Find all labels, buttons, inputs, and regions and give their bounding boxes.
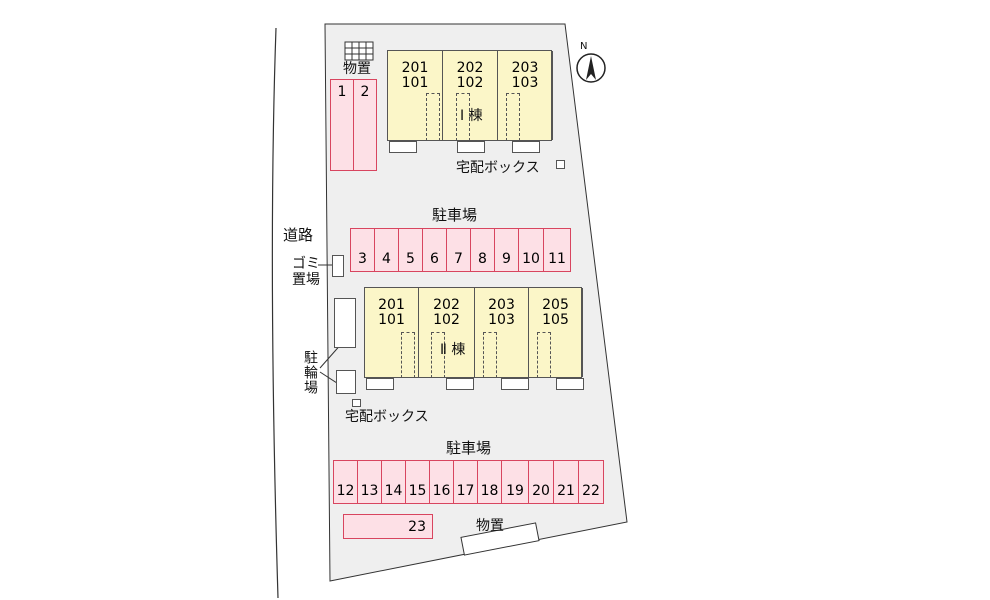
delivery-box-label: 宅配ボックス bbox=[456, 160, 540, 176]
stall-number: 23 bbox=[408, 518, 426, 535]
entry-step bbox=[457, 141, 485, 153]
unit-upper: 201 bbox=[401, 60, 429, 76]
unit-upper: 203 bbox=[488, 297, 515, 313]
parking-stall: 14 bbox=[381, 460, 406, 504]
building-name: Ⅱ 棟 bbox=[440, 342, 466, 358]
unit-block: 203 103 bbox=[475, 288, 529, 377]
unit-upper: 202 bbox=[456, 60, 484, 76]
parking-stall: 19 bbox=[501, 460, 529, 504]
unit-lower: 105 bbox=[542, 312, 569, 328]
parking-stall: 5 bbox=[398, 228, 423, 272]
parking-stall: 23 bbox=[343, 514, 433, 539]
unit-block: 203 103 bbox=[498, 51, 553, 140]
entry-step bbox=[512, 141, 540, 153]
entry-outline bbox=[506, 93, 520, 141]
building-name: Ⅰ 棟 bbox=[460, 108, 483, 124]
unit-upper: 205 bbox=[542, 297, 569, 313]
entry-outline bbox=[431, 332, 445, 378]
delivery-box-label: 宅配ボックス bbox=[345, 409, 429, 425]
parking-stall: 1 bbox=[330, 79, 354, 171]
parking-stall: 15 bbox=[405, 460, 430, 504]
building-1: 201 101 202 102 203 103 Ⅰ 棟 bbox=[387, 50, 553, 141]
unit-block: 202 102 bbox=[443, 51, 498, 140]
building-2: 201 101 202 102 203 103 205 105 Ⅱ 棟 bbox=[364, 287, 583, 378]
unit-lower: 102 bbox=[433, 312, 460, 328]
parking-stall: 3 bbox=[350, 228, 375, 272]
bicycle-label: 駐輪場 bbox=[302, 350, 318, 395]
unit-block: 201 101 bbox=[365, 288, 419, 377]
parking-label: 駐車場 bbox=[432, 206, 478, 224]
bicycle-parking-area bbox=[336, 370, 356, 394]
unit-lower: 103 bbox=[488, 312, 515, 328]
parking-stall: 10 bbox=[518, 228, 544, 272]
garbage-label: ゴミ置場 bbox=[292, 256, 320, 288]
parking-stall: 13 bbox=[357, 460, 382, 504]
parking-stall: 11 bbox=[543, 228, 571, 272]
unit-upper: 201 bbox=[378, 297, 405, 313]
entry-step bbox=[366, 378, 394, 390]
unit-block: 202 102 bbox=[419, 288, 475, 377]
entry-step bbox=[446, 378, 474, 390]
entry-step bbox=[389, 141, 417, 153]
parking-stall: 4 bbox=[374, 228, 399, 272]
parking-label: 駐車場 bbox=[446, 439, 492, 457]
north-label: N bbox=[580, 41, 588, 52]
bicycle-parking-area bbox=[334, 298, 356, 348]
unit-block: 205 105 bbox=[529, 288, 583, 377]
storage-label: 物置 bbox=[476, 518, 504, 534]
entry-outline bbox=[537, 332, 551, 378]
parking-stall: 2 bbox=[353, 79, 377, 171]
entry-outline bbox=[401, 332, 415, 378]
storage-row-icon bbox=[460, 522, 540, 556]
unit-block: 201 101 bbox=[388, 51, 443, 140]
parking-stall: 18 bbox=[477, 460, 502, 504]
road-edge-line bbox=[271, 27, 279, 599]
unit-lower: 101 bbox=[401, 75, 429, 91]
parking-stall: 17 bbox=[453, 460, 478, 504]
delivery-box-icon bbox=[352, 399, 361, 407]
road-label: 道路 bbox=[283, 226, 314, 244]
parking-stall: 7 bbox=[446, 228, 471, 272]
delivery-box-icon bbox=[556, 160, 565, 169]
entry-outline bbox=[483, 332, 497, 378]
unit-lower: 103 bbox=[511, 75, 539, 91]
entry-outline bbox=[426, 93, 440, 141]
unit-upper: 202 bbox=[433, 297, 460, 313]
parking-stall: 6 bbox=[422, 228, 447, 272]
unit-lower: 102 bbox=[456, 75, 484, 91]
parking-stall: 8 bbox=[470, 228, 495, 272]
parking-stall: 16 bbox=[429, 460, 454, 504]
storage-grid-icon bbox=[344, 41, 374, 61]
parking-stall: 21 bbox=[553, 460, 579, 504]
entry-step bbox=[501, 378, 529, 390]
parking-stall: 12 bbox=[333, 460, 358, 504]
parking-stall: 20 bbox=[528, 460, 554, 504]
unit-upper: 203 bbox=[511, 60, 539, 76]
storage-label: 物置 bbox=[343, 61, 371, 77]
unit-lower: 101 bbox=[378, 312, 405, 328]
garbage-area bbox=[332, 255, 344, 277]
entry-outline bbox=[456, 93, 470, 141]
north-arrow-icon bbox=[576, 53, 606, 83]
entry-step bbox=[556, 378, 584, 390]
parking-stall: 9 bbox=[494, 228, 519, 272]
parking-stall: 22 bbox=[578, 460, 604, 504]
